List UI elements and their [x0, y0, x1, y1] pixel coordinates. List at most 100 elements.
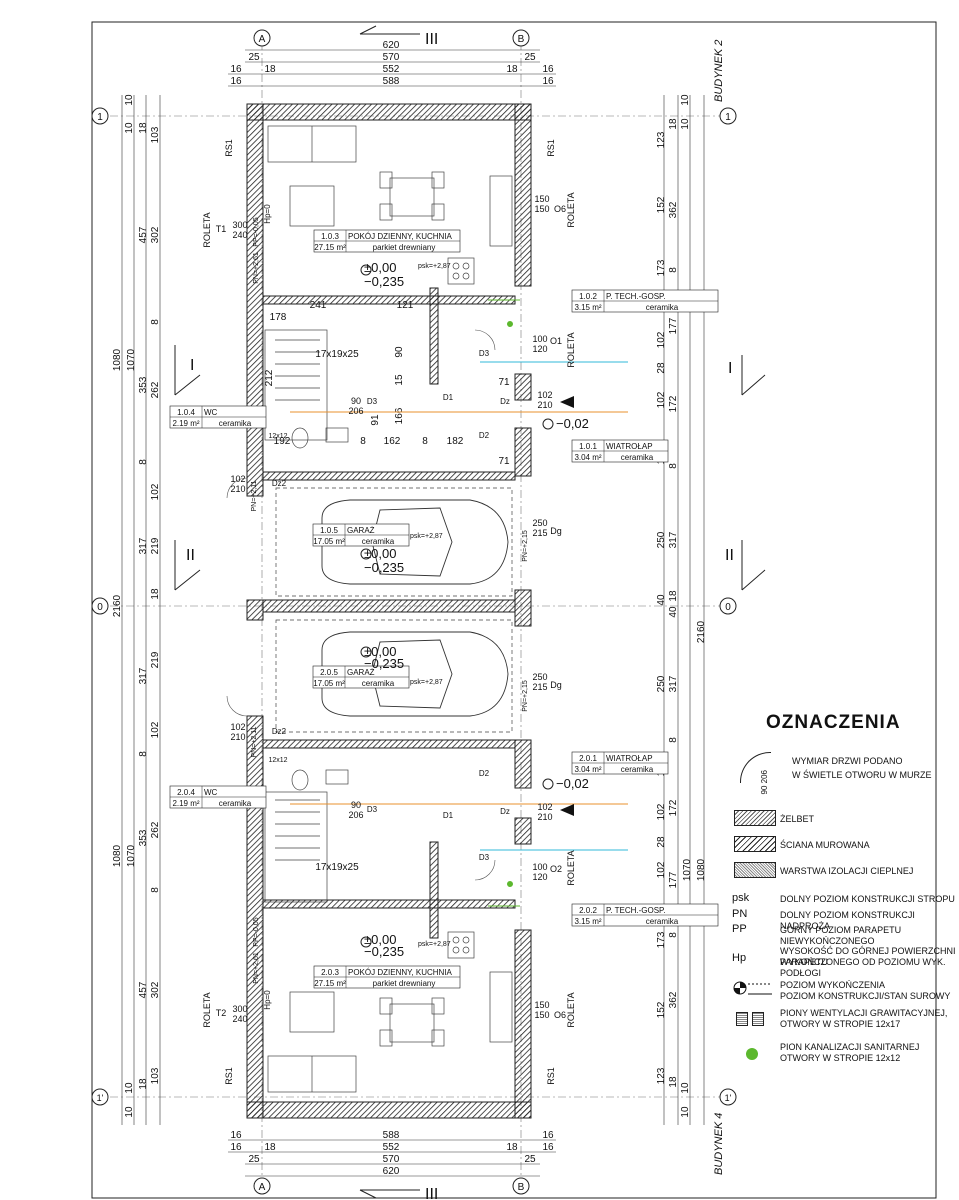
- dim-right-18: 40: [656, 594, 667, 606]
- wall-top: [246, 103, 532, 121]
- dim-right-36: 123: [656, 1067, 667, 1084]
- room-name: WIATROŁAP: [606, 754, 653, 763]
- w150-bottom: 150: [534, 1000, 549, 1010]
- room-area: 3.04 m²: [574, 453, 601, 462]
- dim-right-35: 152: [656, 1001, 667, 1018]
- dim-left-6: 8: [150, 319, 161, 325]
- misc-labels: ±0,00−0,235±0,00−0,235±0,00−0,235±0,00−0…: [202, 139, 589, 1085]
- wall-right-lower: [514, 929, 532, 1119]
- kitchen-counter-top: [489, 175, 513, 247]
- dim-bottom-8: 25: [248, 1154, 260, 1165]
- dim-inner-7: 192: [274, 436, 291, 447]
- room-area: 2.19 m²: [172, 419, 199, 428]
- swatch-izolacja: [734, 862, 776, 878]
- dg-top: Dg: [550, 526, 562, 536]
- dim-left-27: 457: [138, 981, 149, 998]
- dim-right-39: 10: [680, 1106, 691, 1118]
- dim-left-12: 102: [150, 483, 161, 500]
- dim-bottom-10: 25: [524, 1154, 536, 1165]
- hp0-bottom: Hp=0: [263, 990, 272, 1010]
- dim-right-28: 102: [656, 861, 667, 878]
- wall-partition-4: [262, 899, 516, 909]
- dim-right-12: 172: [668, 395, 679, 412]
- dim-top-8: 16: [542, 64, 554, 75]
- dim-inner-3: 90: [394, 346, 405, 358]
- level-markers: [360, 264, 574, 948]
- dim-right-19: 40: [668, 606, 679, 618]
- room-number: 1.0.4: [177, 408, 195, 417]
- dim-bottom-9: 570: [383, 1154, 400, 1165]
- stairs-top: [264, 329, 328, 441]
- level-a-2: ±0,00: [364, 546, 396, 561]
- level-b-1: −0,235: [364, 274, 404, 289]
- dim-bottom-3: 16: [230, 1142, 242, 1153]
- psk-1: psk=+2,87: [418, 263, 451, 270]
- o1-top: O1: [550, 336, 562, 346]
- t2: T2: [216, 1008, 227, 1018]
- w240-top: 240: [232, 230, 247, 240]
- dim-left-8: 1070: [126, 348, 137, 371]
- dim-bottom-7: 16: [542, 1142, 554, 1153]
- axis-0-right: 0: [725, 602, 731, 613]
- legend-door-num-a: 90: [760, 785, 769, 795]
- dim-bottom-0: 16: [230, 1130, 242, 1141]
- sewer-stack-bottom: [507, 881, 513, 887]
- axis-1-left: 1: [97, 112, 103, 123]
- stairs-bottom-label: 17x19x25: [315, 862, 359, 873]
- w100-bottom: 100: [532, 862, 547, 872]
- legend-psk-key: psk: [732, 892, 750, 904]
- dim-right-6: 173: [656, 259, 667, 276]
- w240-bottom: 240: [232, 1014, 247, 1024]
- w300-top: 300: [232, 220, 247, 230]
- room-finish: ceramika: [621, 453, 654, 462]
- room-tag-2-0-2: 2.0.23.15 m²P. TECH.-GOSP.ceramika: [571, 903, 719, 927]
- legend-door-a: WYMIAR DRZWI PODANO: [792, 756, 903, 766]
- wall-right-pier-4: [514, 817, 532, 845]
- w120-top: 120: [532, 344, 547, 354]
- dim-left-24: 1070: [126, 844, 137, 867]
- coffee-table-top: [289, 185, 335, 227]
- dim-right-21: 250: [656, 675, 667, 692]
- dim-top-9: 16: [230, 76, 242, 87]
- dim-right-11: 102: [656, 391, 667, 408]
- room-area: 2.19 m²: [172, 799, 199, 808]
- dim-right-32: 8: [668, 932, 679, 938]
- dim-inner-12: 166: [394, 407, 405, 424]
- wall-left-upper: [246, 103, 264, 497]
- dim-bottom-11: 620: [383, 1166, 400, 1177]
- wall-right-party: [514, 589, 532, 627]
- dim-left-29: 18: [138, 1078, 149, 1090]
- axis-1p-right: 1': [725, 1093, 732, 1103]
- dim-right-10: 28: [656, 362, 667, 374]
- wall-partition-1: [262, 295, 516, 305]
- dim-right-8: 177: [668, 317, 679, 334]
- room-number: 1.0.5: [320, 526, 338, 535]
- level-a-4: ±0,00: [364, 932, 396, 947]
- section-1-right: I: [728, 360, 732, 377]
- roleta-left-bottom: ROLETA: [202, 992, 212, 1027]
- pp005-bottom: PP=-0,05: [253, 917, 260, 946]
- room-area: 17.05 m²: [313, 679, 345, 688]
- room-area: 17.05 m²: [313, 537, 345, 546]
- swatch-sciana: [734, 836, 776, 852]
- vent-bottom: 12x12: [268, 757, 287, 764]
- legend-pp: GÓRNY POZIOM PARAPETU NIEWYKOŃCZONEGO: [780, 925, 902, 946]
- wall-tech-2: [429, 841, 439, 939]
- level-b-3: −0,235: [364, 656, 404, 671]
- room-name: WIATROŁAP: [606, 442, 653, 451]
- room-finish: ceramika: [646, 303, 679, 312]
- dim-left-14: 219: [150, 537, 161, 554]
- roleta-right-mid-1: ROLETA: [566, 332, 576, 367]
- vent-top: 12x12: [268, 433, 287, 440]
- room-number: 2.0.4: [177, 788, 195, 797]
- door-swings: [226, 329, 496, 881]
- dz-top: Dz: [500, 397, 510, 406]
- dim-inner-8: 8: [360, 436, 366, 447]
- dim-right-22: 317: [668, 675, 679, 692]
- sheet-frame: [91, 21, 937, 1199]
- dim-bottom-1: 588: [383, 1130, 400, 1141]
- dim-top-11: 16: [542, 76, 554, 87]
- dim-right-31: 1080: [696, 858, 707, 881]
